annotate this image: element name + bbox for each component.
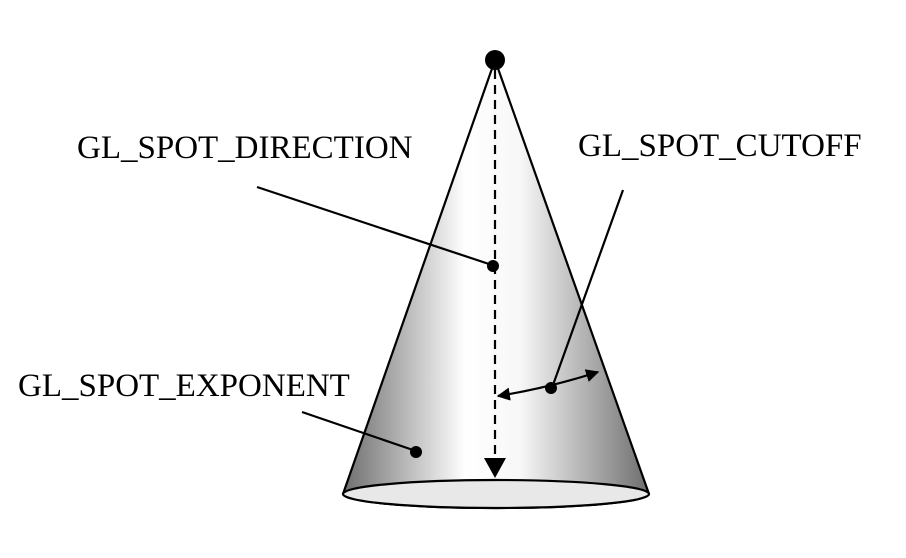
label-spot-exponent: GL_SPOT_EXPONENT — [18, 368, 350, 404]
cone-base — [341, 478, 651, 510]
spot-direction-arrowhead — [484, 458, 506, 478]
label-spot-cutoff: GL_SPOT_CUTOFF — [578, 128, 862, 164]
exponent-leader-dot — [410, 446, 422, 458]
light-position-dot — [485, 50, 505, 70]
exponent-leader-line — [301, 410, 414, 452]
direction-leader-line — [256, 185, 493, 267]
cutoff-leader-dot — [545, 382, 557, 394]
label-spot-direction: GL_SPOT_DIRECTION — [77, 130, 413, 166]
cutoff-leader-line — [551, 189, 625, 386]
direction-leader-dot — [487, 260, 499, 272]
